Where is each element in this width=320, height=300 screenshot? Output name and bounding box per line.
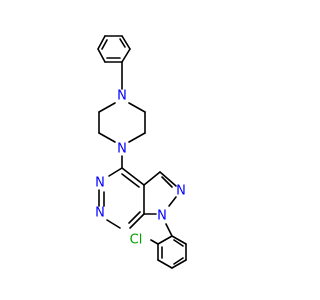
- double-bond: [128, 211, 141, 224]
- bond: [171, 235, 187, 245]
- bond: [98, 102, 116, 113]
- double-bond: [173, 239, 184, 247]
- chlorine-atom-label: Cl: [130, 233, 143, 248]
- bond: [97, 48, 106, 63]
- double-bond: [101, 39, 108, 50]
- molecule-structure: N N N N N N Cl: [95, 35, 187, 269]
- nitrogen-atom-label: N: [117, 142, 127, 157]
- pyrazole-ring: [143, 171, 177, 215]
- bond: [121, 167, 145, 186]
- double-bond: [121, 173, 140, 188]
- double-bond: [173, 257, 184, 265]
- bond: [159, 171, 177, 187]
- double-bond: [119, 38, 126, 48]
- bond: [143, 171, 161, 186]
- bond: [129, 213, 145, 229]
- bond: [128, 102, 146, 113]
- bond: [121, 48, 131, 63]
- nitrogen-atom-label: N: [157, 209, 167, 224]
- bond: [98, 132, 116, 143]
- bond: [150, 239, 159, 245]
- phenyl-ring: [97, 35, 131, 63]
- bond: [165, 223, 173, 237]
- nitrogen-atom-label: N: [117, 89, 127, 104]
- bond: [157, 235, 173, 245]
- bond: [171, 259, 187, 269]
- piperazine-ring: [98, 102, 146, 143]
- nitrogen-atom-label: N: [95, 206, 105, 221]
- double-bond: [161, 176, 173, 188]
- chlorophenyl-ring: [157, 235, 187, 269]
- bond: [157, 259, 173, 269]
- bond: [121, 35, 131, 50]
- bond: [106, 219, 121, 229]
- bond: [128, 132, 146, 143]
- structure-canvas: N N N N N N Cl: [95, 35, 187, 269]
- nitrogen-atom-label: N: [176, 184, 186, 199]
- pyrimidine-ring: [98, 167, 145, 229]
- bond: [168, 196, 177, 207]
- nitrogen-atom-label: N: [95, 176, 105, 191]
- bond: [108, 167, 123, 177]
- bond: [97, 35, 106, 50]
